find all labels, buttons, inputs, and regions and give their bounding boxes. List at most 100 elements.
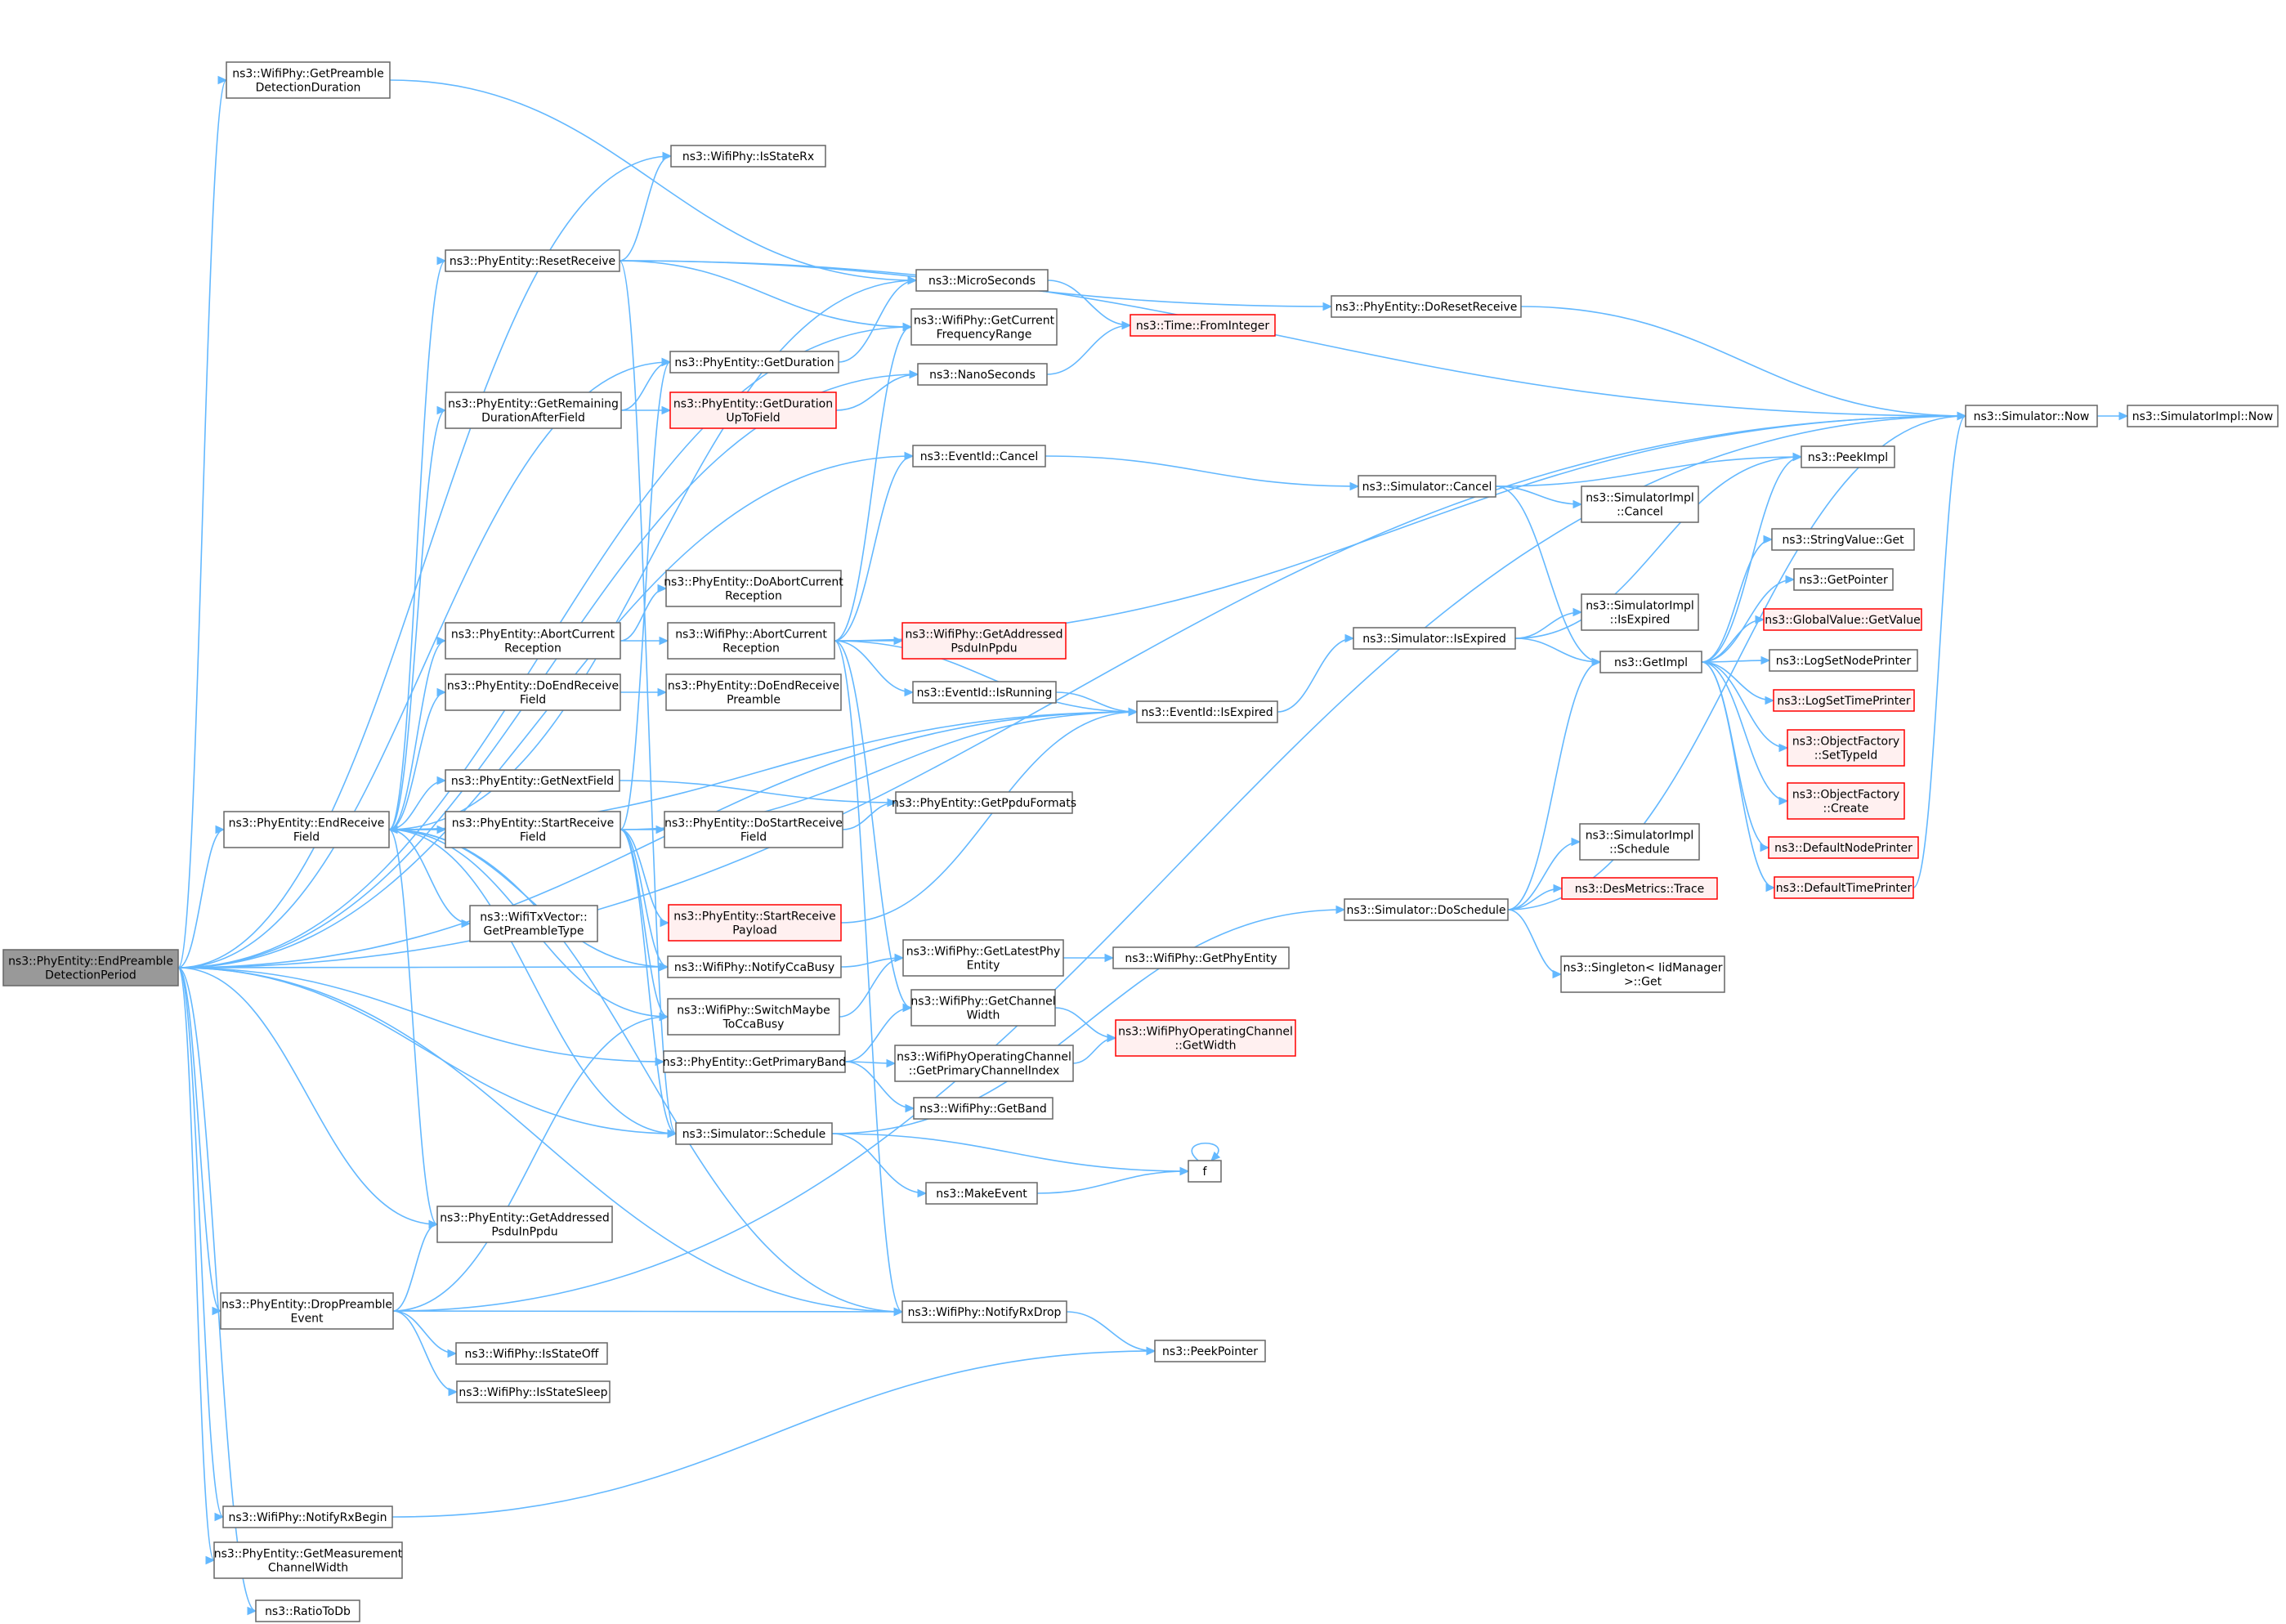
node-simschedule[interactable]: ns3::Simulator::Schedule bbox=[675, 1122, 833, 1145]
node-box bbox=[1599, 651, 1702, 673]
node-simdoschedule[interactable]: ns3::Simulator::DoSchedule bbox=[1344, 898, 1509, 921]
node-resetreceive[interactable]: ns3::PhyEntity::ResetReceive bbox=[445, 249, 620, 272]
arrowhead bbox=[1572, 499, 1583, 509]
arrowhead bbox=[212, 1306, 222, 1316]
node-globalvalueget[interactable]: ns3::GlobalValue::GetValue bbox=[1763, 608, 1922, 631]
node-getnextfield[interactable]: ns3::PhyEntity::GetNextField bbox=[445, 769, 620, 792]
node-getprimarychidx[interactable]: ns3::WifiPhyOperatingChannel::GetPrimary… bbox=[894, 1045, 1074, 1082]
arrowhead bbox=[660, 918, 670, 928]
node-eventcancel[interactable]: ns3::EventId::Cancel bbox=[912, 445, 1046, 468]
node-getband[interactable]: ns3::WifiPhy::GetBand bbox=[913, 1097, 1054, 1120]
node-box bbox=[663, 1050, 846, 1073]
node-ratiotodb[interactable]: ns3::RatioToDb bbox=[255, 1599, 360, 1622]
arrowhead bbox=[893, 1307, 904, 1317]
node-label: ns3::WifiTxVector:: bbox=[480, 911, 587, 924]
node-notifyccabusy[interactable]: ns3::WifiPhy::NotifyCcaBusy bbox=[667, 955, 842, 978]
node-isstatesleep[interactable]: ns3::WifiPhy::IsStateSleep bbox=[456, 1380, 611, 1403]
node-objsettypeid[interactable]: ns3::ObjectFactory::SetTypeId bbox=[1787, 729, 1905, 767]
node-simnow[interactable]: ns3::Simulator::Now bbox=[1965, 405, 2098, 427]
edge-simdoschedule-to-singletonget bbox=[1507, 909, 1562, 975]
edge-endreceivefield-to-getremaining bbox=[388, 409, 446, 830]
node-txvecpreamble[interactable]: ns3::WifiTxVector::GetPreambleType bbox=[469, 905, 598, 942]
node-simimplnow[interactable]: ns3::SimulatorImpl::Now bbox=[2127, 405, 2279, 427]
node-getphyentity[interactable]: ns3::WifiPhy::GetPhyEntity bbox=[1112, 946, 1290, 969]
node-isstateoff[interactable]: ns3::WifiPhy::IsStateOff bbox=[455, 1342, 608, 1365]
node-opchgetwidth[interactable]: ns3::WifiPhyOperatingChannel::GetWidth bbox=[1115, 1019, 1296, 1057]
node-label: ns3::PhyEntity::GetMeasurement bbox=[214, 1548, 403, 1561]
node-root[interactable]: ns3::PhyEntity::EndPreambleDetectionPeri… bbox=[2, 949, 179, 986]
node-doresetreceive[interactable]: ns3::PhyEntity::DoResetReceive bbox=[1331, 295, 1522, 318]
arrowhead bbox=[1146, 1346, 1156, 1356]
node-eventisrunning[interactable]: ns3::EventId::IsRunning bbox=[912, 681, 1057, 704]
node-simimplisexpired[interactable]: ns3::SimulatorImpl::IsExpired bbox=[1581, 593, 1699, 631]
node-defnodeprinter[interactable]: ns3::DefaultNodePrinter bbox=[1768, 836, 1919, 859]
edge-switchmaybe-to-getlatestphy bbox=[839, 957, 904, 1018]
node-label: ns3::StringValue::Get bbox=[1782, 534, 1904, 547]
node-notifyrxbegin[interactable]: ns3::WifiPhy::NotifyRxBegin bbox=[222, 1505, 393, 1528]
node-makeevent[interactable]: ns3::MakeEvent bbox=[925, 1182, 1038, 1205]
node-getppduformats[interactable]: ns3::PhyEntity::GetPpduFormats bbox=[892, 791, 1076, 814]
node-microseconds[interactable]: ns3::MicroSeconds bbox=[915, 269, 1049, 292]
node-label: ns3::PhyEntity::GetPrimaryBand bbox=[663, 1056, 846, 1069]
edge-droppreamble-to-notifyrxdrop bbox=[392, 1310, 903, 1313]
node-notifyrxdrop[interactable]: ns3::WifiPhy::NotifyRxDrop bbox=[901, 1300, 1067, 1323]
node-box bbox=[1154, 1340, 1266, 1362]
node-getpointer[interactable]: ns3::GetPointer bbox=[1793, 568, 1894, 591]
node-simcancel[interactable]: ns3::Simulator::Cancel bbox=[1358, 475, 1496, 498]
arrowhead bbox=[1778, 743, 1789, 753]
node-f[interactable]: f bbox=[1188, 1160, 1222, 1183]
node-simimplcancel[interactable]: ns3::SimulatorImpl::Cancel bbox=[1581, 485, 1699, 523]
node-frominteger[interactable]: ns3::Time::FromInteger bbox=[1130, 314, 1276, 337]
node-deftimeprinter[interactable]: ns3::DefaultTimePrinter bbox=[1774, 876, 1914, 899]
node-objcreate[interactable]: ns3::ObjectFactory::Create bbox=[1787, 782, 1905, 820]
node-stringvalueget[interactable]: ns3::StringValue::Get bbox=[1771, 528, 1915, 551]
node-label: ns3::WifiPhy::GetCurrent bbox=[914, 315, 1055, 328]
node-box bbox=[445, 391, 622, 429]
node-getimpl[interactable]: ns3::GetImpl bbox=[1599, 651, 1702, 673]
edge-root-to-notifyrxbegin bbox=[177, 967, 224, 1518]
node-label: ns3::PhyEntity::EndPreamble bbox=[8, 955, 173, 969]
node-label: Entity bbox=[967, 960, 1000, 973]
node-logsetnode[interactable]: ns3::LogSetNodePrinter bbox=[1769, 649, 1918, 672]
node-getpreambledet[interactable]: ns3::WifiPhy::GetPreambleDetectionDurati… bbox=[226, 61, 391, 99]
node-label: PsduInPpdu bbox=[491, 1226, 557, 1239]
edge-droppreamble-to-switchmaybe bbox=[392, 1016, 669, 1312]
node-getprimaryband[interactable]: ns3::PhyEntity::GetPrimaryBand bbox=[663, 1050, 846, 1073]
node-peekimpl[interactable]: ns3::PeekImpl bbox=[1801, 445, 1895, 468]
node-peekpointer[interactable]: ns3::PeekPointer bbox=[1154, 1340, 1266, 1362]
edge-getchannelwidth-to-opchgetwidth bbox=[1054, 1007, 1116, 1039]
node-singletonget[interactable]: ns3::Singleton< IidManager>::Get bbox=[1560, 955, 1725, 993]
node-box bbox=[213, 1541, 403, 1579]
node-getmeascw[interactable]: ns3::PhyEntity::GetMeasurementChannelWid… bbox=[213, 1541, 403, 1579]
node-simisexpired[interactable]: ns3::Simulator::IsExpired bbox=[1353, 627, 1516, 650]
node-isstaterx[interactable]: ns3::WifiPhy::IsStateRx bbox=[670, 145, 826, 168]
node-eventisexpired[interactable]: ns3::EventId::IsExpired bbox=[1136, 700, 1278, 723]
edge-getnextfield-to-getppduformats bbox=[619, 780, 897, 803]
node-logsettime[interactable]: ns3::LogSetTimePrinter bbox=[1773, 689, 1915, 712]
node-getduration[interactable]: ns3::PhyEntity::GetDuration bbox=[669, 351, 839, 374]
node-desmetrics[interactable]: ns3::DesMetrics::Trace bbox=[1561, 877, 1718, 900]
edge-droppreamble-to-simnow bbox=[392, 415, 1966, 1312]
node-simimplschedule[interactable]: ns3::SimulatorImpl::Schedule bbox=[1579, 823, 1700, 861]
node-nanoseconds[interactable]: ns3::NanoSeconds bbox=[917, 363, 1048, 386]
node-getremaining[interactable]: ns3::PhyEntity::GetRemainingDurationAfte… bbox=[445, 391, 622, 429]
edge-root-to-endreceivefield bbox=[177, 829, 225, 969]
node-box bbox=[223, 811, 390, 848]
